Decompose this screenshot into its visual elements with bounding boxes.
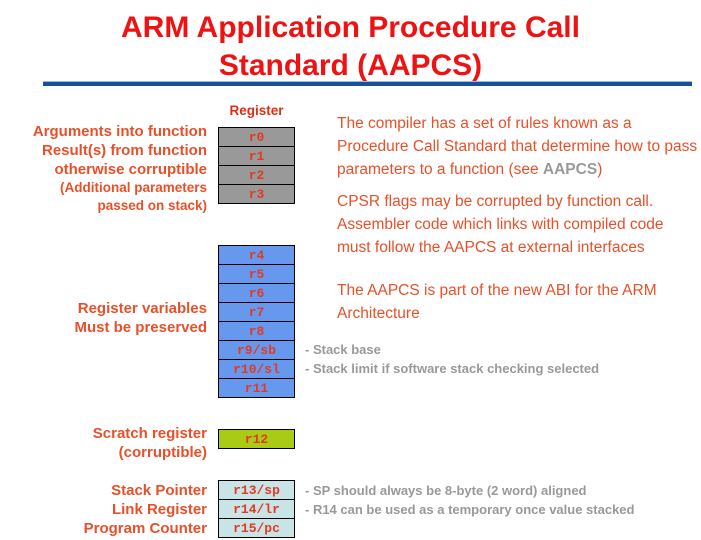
annotation-r14-temporary: - R14 can be used as a temporary once va… [305,502,635,517]
register-cell-r5: r5 [218,264,295,284]
register-cell-r10-sl: r10/sl [218,359,295,379]
register-cell-r12: r12 [218,429,295,449]
register-cell-r15-pc: r15/pc [218,518,295,538]
register-cell-r6: r6 [218,283,295,303]
page-title-line2: Standard (AAPCS) [218,49,483,82]
annotation-stack-base: - Stack base [305,342,381,357]
label-special-registers: Stack Pointer Link Register Program Coun… [0,481,207,538]
label-arguments-line1: Arguments into function [32,123,207,140]
register-cell-r0: r0 [218,127,295,147]
paragraph1-aapcs-highlight: AAPCS [542,161,598,178]
label-arguments-line2: Result(s) from function [42,142,207,159]
paragraph-cpsr-flags: CPSR flags may be corrupted by function … [337,193,664,256]
title-underline [43,81,692,86]
register-cell-r7: r7 [218,302,295,322]
register-cell-r13-sp: r13/sp [218,480,295,500]
label-variables-line1: Register variables [77,300,207,317]
label-scratch-line2: (corruptible) [118,444,207,461]
paragraph-procedure-call-standard: The compiler has a set of rules known as… [337,112,701,181]
page-title-line1: ARM Application Procedure Call [121,11,580,44]
register-cell-r8: r8 [218,321,295,341]
label-arguments-note-line1: (Additional parameters [59,180,207,195]
register-cell-r11: r11 [218,378,295,398]
label-arguments-note-line2: passed on stack) [97,198,207,213]
annotation-stack-limit: - Stack limit if software stack checking… [305,361,600,376]
paragraph1-text: The compiler has a set of rules known as… [337,115,698,178]
label-register-variables: Register variables Must be preserved [0,299,207,337]
label-scratch-line1: Scratch register [92,425,207,442]
paragraph-abi: The AAPCS is part of the new ABI for the… [337,282,657,322]
register-group-variables: r4 r5 r6 r7 r8 r9/sb r10/sl r11 [218,245,295,398]
register-cell-r3: r3 [218,184,295,204]
register-cell-r9-sb: r9/sb [218,340,295,360]
register-column-header: Register [229,103,284,118]
register-cell-r1: r1 [218,146,295,166]
register-cell-r2: r2 [218,165,295,185]
label-argument-registers: Arguments into function Result(s) from f… [0,122,207,215]
paragraph1-close: ) [597,161,603,178]
label-variables-line2: Must be preserved [74,319,207,336]
label-arguments-line3: otherwise corruptible [54,161,207,178]
register-group-special: r13/sp r14/lr r15/pc [218,480,295,538]
label-link-register: Link Register [111,501,207,518]
label-stack-pointer: Stack Pointer [111,482,207,499]
annotation-sp-aligned: - SP should always be 8-byte (2 word) al… [305,483,587,498]
register-cell-r4: r4 [218,245,295,265]
label-scratch-register: Scratch register (corruptible) [0,424,207,462]
register-group-scratch: r12 [218,429,295,449]
register-cell-r14-lr: r14/lr [218,499,295,519]
label-program-counter: Program Counter [83,520,207,537]
page-title: ARM Application Procedure Call Standard … [0,9,701,85]
register-group-arguments: r0 r1 r2 r3 [218,127,295,204]
